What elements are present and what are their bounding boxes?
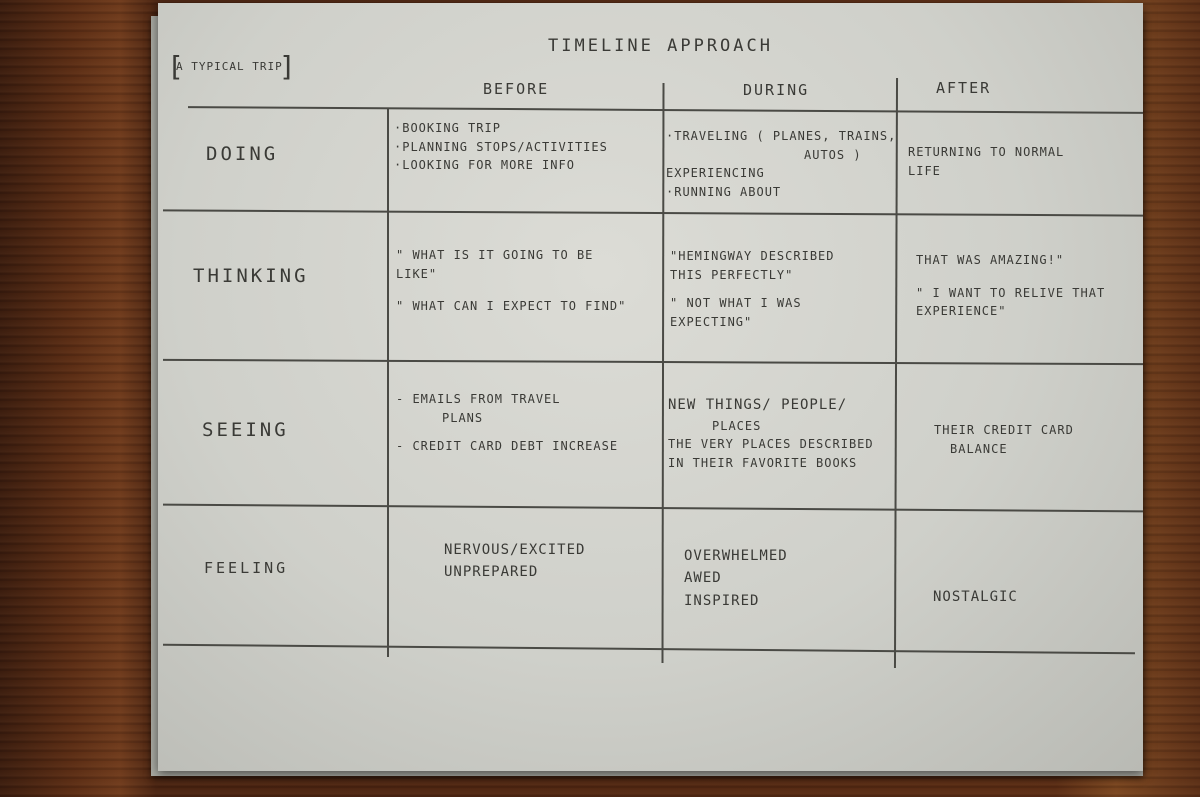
- cell-line: - CREDIT CARD DEBT INCREASE: [396, 439, 619, 454]
- trip-tag: A TYPICAL TRIP: [167, 50, 296, 83]
- row-header-thinking: THINKING: [193, 265, 309, 287]
- cell-thinking-before: " WHAT IS IT GOING TO BE LIKE" " WHAT CA…: [396, 246, 626, 316]
- column-header-during: DURING: [743, 81, 810, 99]
- cell-line: AUTOS ): [804, 147, 862, 162]
- cell-doing-during: ·TRAVELING ( PLANES, TRAINS, AUTOS ) EXP…: [666, 127, 896, 201]
- column-header-before: BEFORE: [483, 80, 550, 98]
- cell-line: NEW THINGS/ PEOPLE/: [668, 397, 848, 413]
- cell-line: ·PLANNING STOPS/ACTIVITIES: [394, 139, 608, 154]
- cell-line: PLANS: [442, 410, 484, 425]
- cell-line: " WHAT IS IT GOING TO BE: [396, 248, 594, 262]
- cell-feeling-after: NOSTALGIC: [933, 586, 1018, 608]
- cell-line: EXPERIENCING: [666, 166, 765, 181]
- sketch-sheet: TIMELINE APPROACH A TYPICAL TRIP BEFORE …: [158, 3, 1143, 771]
- cell-line: THIS PERFECTLY": [670, 267, 794, 282]
- row-header-seeing: SEEING: [202, 419, 289, 441]
- cell-line: IN THEIR FAVORITE BOOKS: [668, 455, 858, 470]
- cell-seeing-during: NEW THINGS/ PEOPLE/ PLACES THE VERY PLAC…: [668, 395, 874, 472]
- cell-line: UNPREPARED: [444, 564, 539, 581]
- cell-line: LIKE": [396, 266, 438, 281]
- cell-line: ·RUNNING ABOUT: [666, 184, 782, 199]
- cell-feeling-during: OVERWHELMED AWED INSPIRED: [684, 545, 788, 612]
- cell-line: OVERWHELMED: [684, 548, 788, 564]
- cell-line: THAT WAS AMAZING!": [916, 253, 1065, 267]
- grid-line: [163, 643, 1135, 654]
- cell-line: NERVOUS/EXCITED: [444, 542, 586, 558]
- cell-line: ·BOOKING TRIP: [394, 121, 501, 135]
- cell-line: RETURNING TO NORMAL: [908, 145, 1065, 159]
- sheet-title: TIMELINE APPROACH: [548, 36, 773, 56]
- cell-line: NOSTALGIC: [933, 589, 1018, 605]
- cell-line: "HEMINGWAY DESCRIBED: [670, 249, 835, 263]
- cell-line: INSPIRED: [684, 592, 760, 609]
- grid-line: [661, 82, 665, 664]
- cell-line: EXPECTING": [670, 314, 753, 329]
- cell-line: " WHAT CAN I EXPECT TO FIND": [396, 299, 627, 314]
- cell-line: AWED: [684, 570, 722, 587]
- row-header-doing: DOING: [206, 143, 279, 165]
- column-header-after: AFTER: [936, 79, 992, 97]
- cell-line: THEIR CREDIT CARD: [934, 423, 1074, 437]
- cell-thinking-after: THAT WAS AMAZING!" " I WANT TO RELIVE TH…: [916, 251, 1105, 321]
- grid-line: [163, 503, 1143, 512]
- cell-thinking-during: "HEMINGWAY DESCRIBED THIS PERFECTLY" " N…: [670, 247, 835, 331]
- cell-seeing-after: THEIR CREDIT CARD BALANCE: [934, 421, 1074, 458]
- grid-line: [387, 109, 389, 657]
- cell-doing-before: ·BOOKING TRIP ·PLANNING STOPS/ACTIVITIES…: [394, 119, 608, 175]
- cell-line: ·LOOKING FOR MORE INFO: [394, 158, 575, 173]
- grid-line: [188, 106, 1143, 114]
- grid-line: [163, 209, 1143, 217]
- cell-line: EXPERIENCE": [916, 304, 1007, 319]
- cell-line: " NOT WHAT I WAS: [670, 296, 802, 311]
- cell-line: BALANCE: [950, 441, 1008, 456]
- cell-line: PLACES: [712, 418, 762, 433]
- cell-doing-after: RETURNING TO NORMAL LIFE: [908, 143, 1064, 180]
- cell-line: " I WANT TO RELIVE THAT: [916, 285, 1106, 300]
- cell-line: ·TRAVELING ( PLANES, TRAINS,: [666, 129, 897, 143]
- cell-feeling-before: NERVOUS/EXCITED UNPREPARED: [444, 539, 585, 584]
- row-header-feeling: FEELING: [204, 559, 289, 577]
- cell-line: THE VERY PLACES DESCRIBED: [668, 437, 874, 452]
- cell-line: - EMAILS FROM TRAVEL: [396, 392, 561, 406]
- grid-line: [163, 358, 1143, 365]
- cell-line: LIFE: [908, 163, 941, 178]
- cell-seeing-before: - EMAILS FROM TRAVEL PLANS - CREDIT CARD…: [396, 390, 618, 456]
